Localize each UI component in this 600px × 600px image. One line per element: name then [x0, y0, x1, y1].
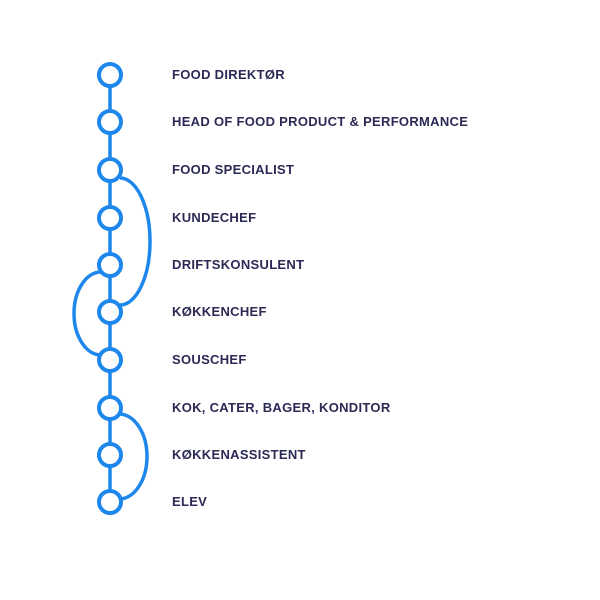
node-circle-kundechef — [97, 205, 123, 231]
node-label-food-direktoer: FOOD DIREKTØR — [172, 67, 285, 82]
arc-food-specialist-to-koekkenchef — [119, 176, 152, 307]
node-label-souschef: SOUSCHEF — [172, 352, 247, 367]
node-circle-koekkenchef — [97, 299, 123, 325]
node-label-koekkenchef: KØKKENCHEF — [172, 304, 267, 319]
node-circle-food-direktoer — [97, 62, 123, 88]
arc-kok-to-elev — [118, 412, 149, 501]
node-label-head-of-food-product-performance: HEAD OF FOOD PRODUCT & PERFORMANCE — [172, 114, 469, 129]
node-circle-driftskonsulent — [97, 252, 123, 278]
node-circle-kok-cater-bager-konditor — [97, 395, 123, 421]
arc-driftskonsulent-to-souschef — [72, 270, 102, 357]
node-label-kok-cater-bager-konditor: KOK, CATER, BAGER, KONDITOR — [172, 400, 391, 415]
node-circle-food-specialist — [97, 157, 123, 183]
node-circle-head-of-food-product-performance — [97, 109, 123, 135]
node-label-kundechef: KUNDECHEF — [172, 210, 257, 225]
node-label-driftskonsulent: DRIFTSKONSULENT — [172, 257, 305, 272]
node-label-food-specialist: FOOD SPECIALIST — [172, 162, 295, 177]
node-circle-koekkenassistent — [97, 442, 123, 468]
node-circle-souschef — [97, 347, 123, 373]
node-label-elev: ELEV — [172, 494, 208, 509]
node-circle-elev — [97, 489, 123, 515]
node-label-koekkenassistent: KØKKENASSISTENT — [172, 447, 306, 462]
